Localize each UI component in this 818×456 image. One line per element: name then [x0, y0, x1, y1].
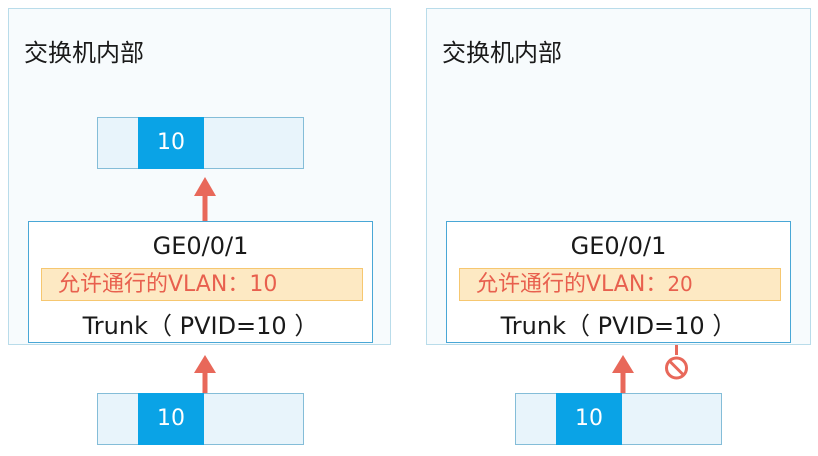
- panel-title-right: 交换机内部: [442, 39, 562, 67]
- prohibited-icon: [665, 345, 688, 380]
- frame-vlan-tag: 10: [556, 392, 622, 445]
- frame-left-inside: 10: [97, 116, 304, 169]
- port-mode: Trunk（ PVID=10 ）: [82, 312, 319, 340]
- up-arrow-icon: [194, 177, 216, 221]
- frame-vlan-tag: 10: [138, 116, 204, 169]
- port-name: GE0/0/1: [570, 232, 667, 260]
- port-mode: Trunk（ PVID=10 ）: [500, 312, 737, 340]
- allowed-vlan-value: 20: [667, 272, 693, 296]
- allowed-vlan-box: 允许通行的VLAN：20: [459, 268, 781, 301]
- allowed-vlan-box: 允许通行的VLAN：10: [41, 268, 363, 301]
- allowed-vlan-value: 10: [249, 272, 278, 297]
- up-arrow-icon: [612, 355, 634, 393]
- port-box-right: GE0/0/1 允许通行的VLAN：20 Trunk（ PVID=10 ）: [446, 221, 791, 343]
- panel-title-left: 交换机内部: [24, 39, 144, 67]
- up-arrow-icon: [194, 355, 216, 393]
- allowed-vlan-label: 允许通行的VLAN：: [476, 272, 668, 297]
- port-box-left: GE0/0/1 允许通行的VLAN：10 Trunk（ PVID=10 ）: [28, 221, 373, 343]
- port-name: GE0/0/1: [152, 232, 249, 260]
- frame-right-incoming: 10: [515, 392, 722, 445]
- frame-left-incoming: 10: [97, 392, 304, 445]
- frame-vlan-tag: 10: [138, 392, 204, 445]
- allowed-vlan-label: 允许通行的VLAN：: [58, 272, 250, 297]
